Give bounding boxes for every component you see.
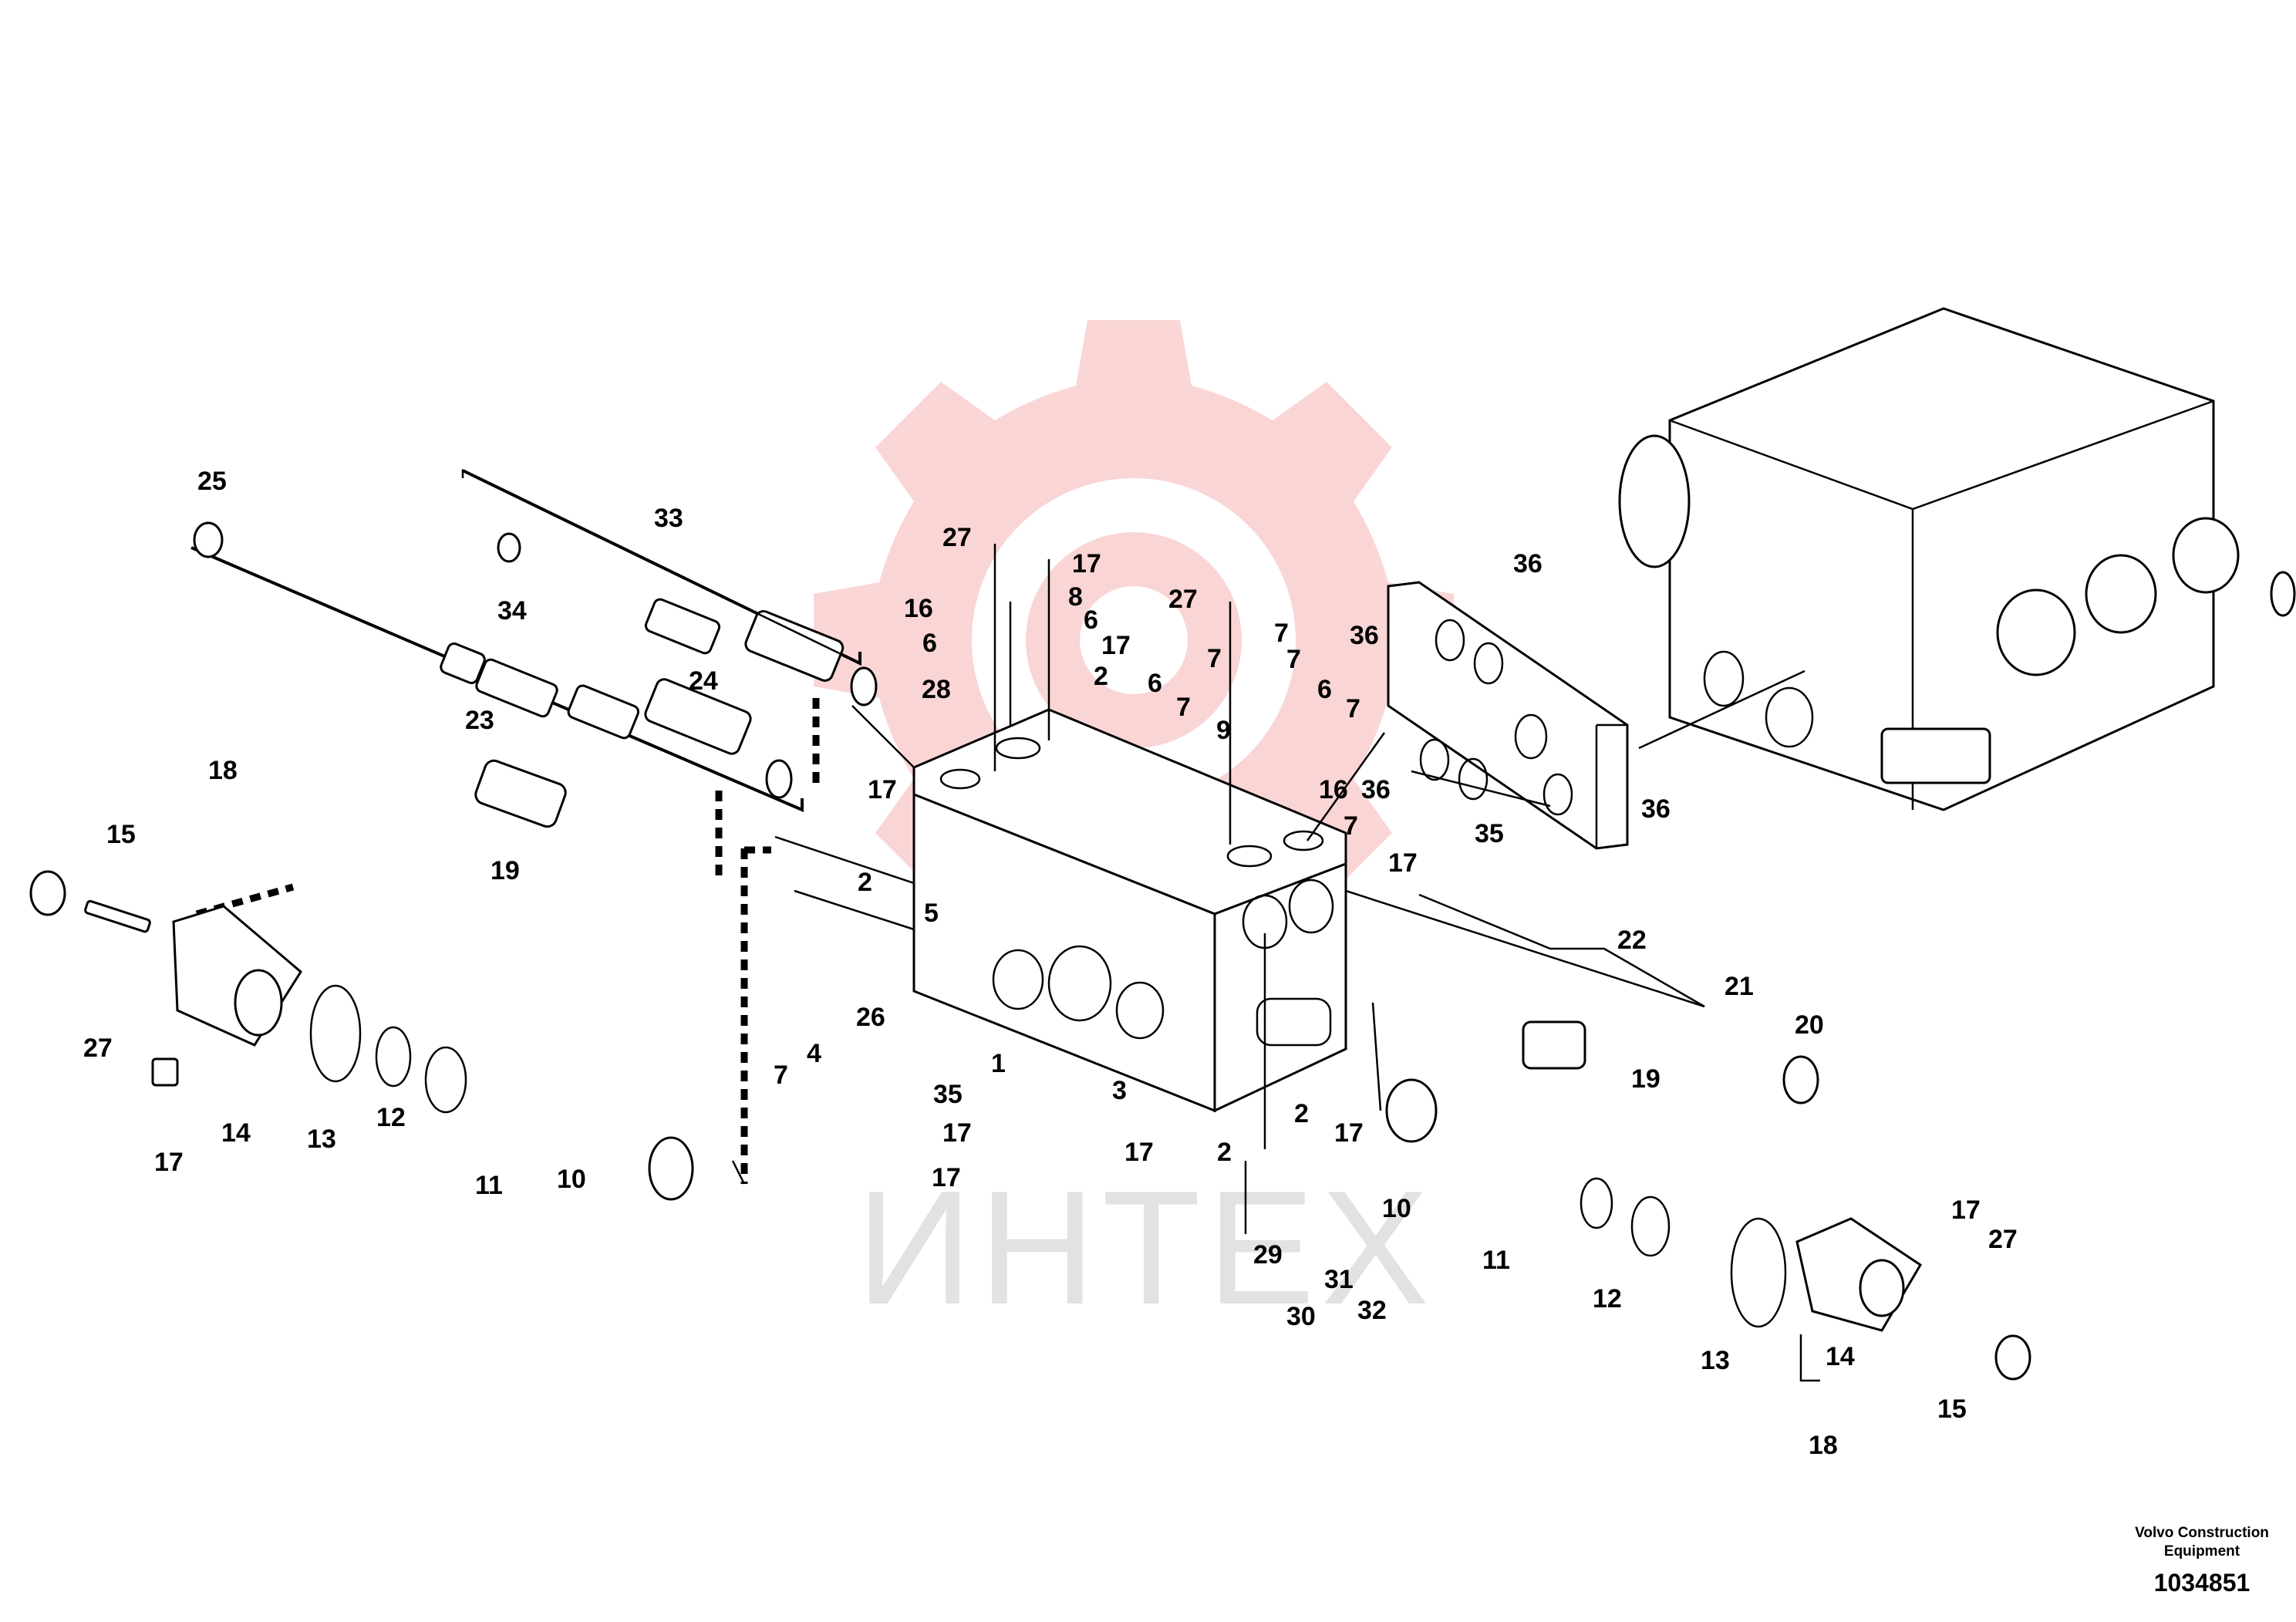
dashed-guide-5 <box>195 883 295 918</box>
credit-line-1: Volvo Construction <box>2135 1525 2269 1541</box>
callout-30: 30 <box>1286 1302 1316 1331</box>
leader-lines <box>461 469 1820 1382</box>
callout-6: 6 <box>1084 605 1098 635</box>
callout-7: 7 <box>1176 693 1191 722</box>
callout-17: 17 <box>1334 1118 1364 1148</box>
callout-17: 17 <box>154 1148 184 1177</box>
callout-27: 27 <box>83 1034 113 1063</box>
callout-15: 15 <box>1937 1394 1967 1424</box>
callout-7: 7 <box>1286 645 1301 674</box>
callout-25: 25 <box>197 467 227 496</box>
callout-36: 36 <box>1641 794 1671 824</box>
left-end-cap-assembly <box>29 870 694 1201</box>
callout-7: 7 <box>1346 694 1360 723</box>
main-valve-block <box>912 708 1347 1113</box>
callout-18: 18 <box>208 756 238 785</box>
callout-12: 12 <box>1593 1284 1622 1313</box>
callout-13: 13 <box>307 1125 336 1154</box>
callout-7: 7 <box>774 1061 788 1090</box>
right-end-cap-assembly <box>1385 1020 2031 1381</box>
callout-10: 10 <box>1382 1194 1411 1223</box>
callout-17: 17 <box>1101 631 1131 660</box>
callout-11: 11 <box>1482 1246 1510 1275</box>
callout-24: 24 <box>689 666 718 696</box>
callout-6: 6 <box>1317 675 1332 704</box>
callout-2: 2 <box>1294 1099 1309 1128</box>
callout-27: 27 <box>1988 1225 2018 1254</box>
callout-36: 36 <box>1513 549 1542 578</box>
callout-17: 17 <box>1124 1138 1154 1167</box>
callout-7: 7 <box>1344 811 1358 841</box>
callout-6: 6 <box>922 629 937 658</box>
upper-spool-assembly <box>190 469 878 828</box>
callout-13: 13 <box>1701 1346 1730 1375</box>
callout-2: 2 <box>1217 1138 1232 1167</box>
callout-12: 12 <box>376 1103 406 1132</box>
callout-35: 35 <box>1475 819 1504 848</box>
callout-26: 26 <box>856 1003 885 1032</box>
callout-2: 2 <box>858 868 872 897</box>
credit-line-2: Equipment <box>2164 1543 2240 1560</box>
callout-5: 5 <box>924 899 939 928</box>
callout-31: 31 <box>1324 1265 1354 1294</box>
callout-7: 7 <box>1274 619 1289 648</box>
callout-8: 8 <box>1068 582 1083 612</box>
callout-34: 34 <box>497 596 527 626</box>
callout-29: 29 <box>1253 1240 1283 1270</box>
watermark-text: ИНТЕХ <box>856 1157 1435 1338</box>
callout-32: 32 <box>1357 1296 1387 1325</box>
callout-17: 17 <box>1951 1195 1981 1225</box>
assembled-control-valve <box>1618 307 2296 811</box>
callout-28: 28 <box>922 675 951 704</box>
callout-11: 11 <box>475 1171 503 1200</box>
callout-35: 35 <box>933 1080 963 1109</box>
callout-17: 17 <box>868 775 897 804</box>
callout-36: 36 <box>1361 775 1391 804</box>
callout-16: 16 <box>1319 775 1348 804</box>
callout-16: 16 <box>904 594 933 623</box>
callout-19: 19 <box>1631 1064 1660 1094</box>
callout-17: 17 <box>932 1163 961 1192</box>
callout-17: 17 <box>1388 848 1418 878</box>
callout-10: 10 <box>557 1165 586 1194</box>
callout-2: 2 <box>1094 662 1108 691</box>
callout-15: 15 <box>106 820 136 849</box>
callout-17: 17 <box>1072 549 1101 578</box>
callout-27: 27 <box>942 523 972 552</box>
callout-9: 9 <box>1216 716 1231 745</box>
callout-33: 33 <box>654 504 683 533</box>
callout-20: 20 <box>1795 1010 1824 1040</box>
callout-3: 3 <box>1112 1076 1127 1105</box>
callout-18: 18 <box>1809 1431 1838 1460</box>
callout-22: 22 <box>1617 926 1647 955</box>
callout-14: 14 <box>221 1118 251 1148</box>
callout-36: 36 <box>1350 621 1379 650</box>
cover-plate <box>1387 581 1629 850</box>
callout-23: 23 <box>465 706 494 735</box>
callout-19: 19 <box>491 856 520 885</box>
callout-27: 27 <box>1168 585 1198 614</box>
callout-7: 7 <box>1207 644 1222 673</box>
callout-17: 17 <box>942 1118 972 1148</box>
callout-14: 14 <box>1826 1342 1855 1371</box>
callout-21: 21 <box>1725 972 1754 1001</box>
callout-labels: 25 33 34 23 24 18 15 27 17 14 13 12 11 1… <box>83 467 2018 1460</box>
callout-4: 4 <box>807 1039 821 1068</box>
callout-1: 1 <box>991 1049 1006 1078</box>
callout-6: 6 <box>1148 669 1162 698</box>
drawing-number: 1034851 <box>2154 1569 2250 1597</box>
